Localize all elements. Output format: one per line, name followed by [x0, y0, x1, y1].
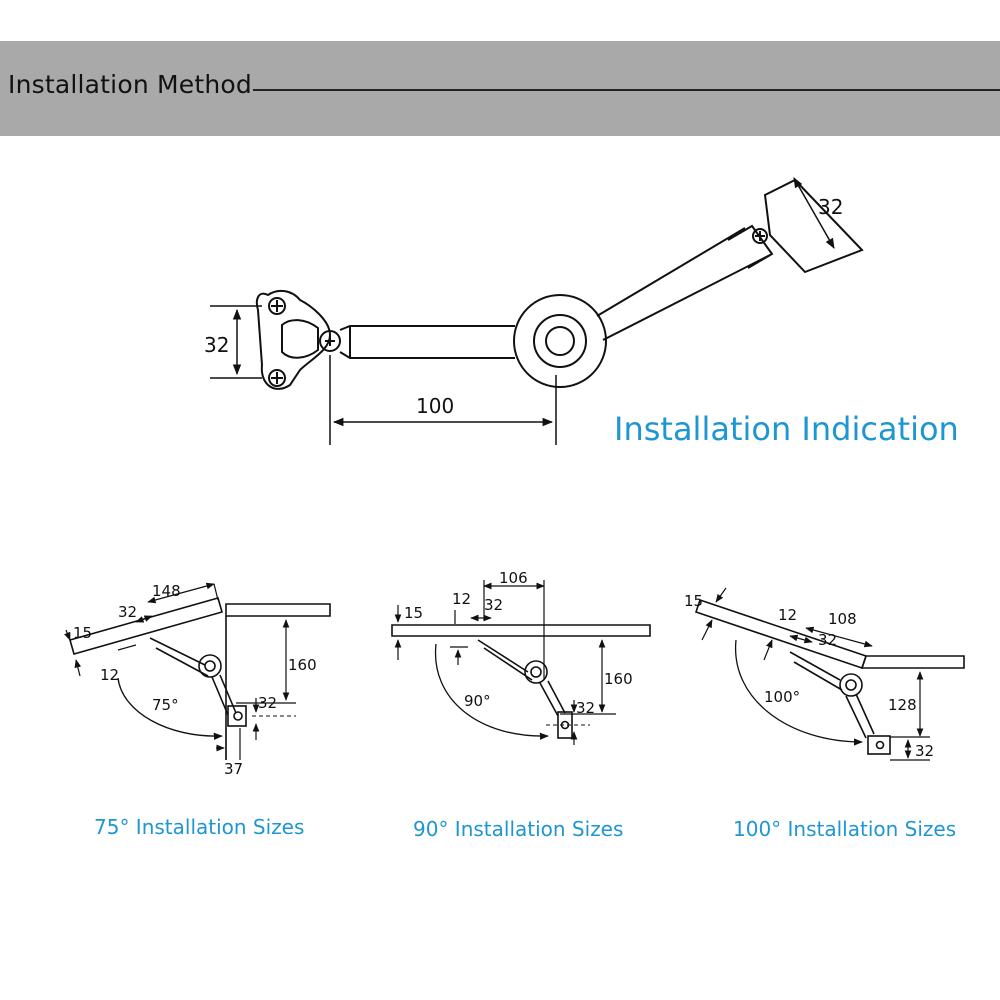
- dim-length: 100: [416, 394, 454, 418]
- gas-strut-rod: [339, 325, 515, 359]
- angle-75: 75°: [152, 696, 179, 714]
- dim-15: 15: [404, 604, 423, 622]
- dim-32a: 32: [818, 631, 837, 649]
- caption-75: 75° Installation Sizes: [94, 815, 305, 839]
- dim-32a: 32: [118, 603, 137, 621]
- strut-cylinder: [513, 294, 607, 388]
- dim-end-plate: 32: [818, 195, 843, 219]
- dim-15: 15: [684, 592, 703, 610]
- dim-12: 12: [452, 590, 471, 608]
- dim-bracket-height: 32: [204, 333, 229, 357]
- screw-icon: [268, 369, 286, 387]
- caption-90: 90° Installation Sizes: [413, 817, 624, 841]
- dim-32b: 32: [258, 694, 277, 712]
- dim-160: 160: [604, 670, 633, 688]
- screw-icon: [268, 297, 286, 315]
- header-banner: [0, 41, 1000, 136]
- angle-100: 100°: [764, 688, 800, 706]
- main-hinge-diagram: [255, 178, 864, 390]
- panel-90-drawing: [391, 580, 651, 745]
- page-title: Installation Method: [8, 70, 252, 99]
- dim-12: 12: [778, 606, 797, 624]
- dim-32b: 32: [576, 699, 595, 717]
- dim-32a: 32: [484, 596, 503, 614]
- end-plate: [763, 178, 864, 274]
- dim-128: 128: [888, 696, 917, 714]
- dim-160: 160: [288, 656, 317, 674]
- dim-15: 15: [73, 624, 92, 642]
- panel-75-drawing: [64, 582, 331, 760]
- title-rule: [253, 89, 1000, 91]
- dim-37: 37: [224, 760, 243, 778]
- caption-100: 100° Installation Sizes: [733, 817, 957, 841]
- angle-90: 90°: [464, 692, 491, 710]
- main-caption: Installation Indication: [614, 410, 959, 448]
- mount-bracket: [255, 289, 332, 390]
- dim-106: 106: [499, 569, 528, 587]
- panel-100-drawing: [694, 587, 965, 761]
- dim-12: 12: [100, 666, 119, 684]
- dim-148: 148: [152, 582, 181, 600]
- dim-32b: 32: [915, 742, 934, 760]
- dim-108: 108: [828, 610, 857, 628]
